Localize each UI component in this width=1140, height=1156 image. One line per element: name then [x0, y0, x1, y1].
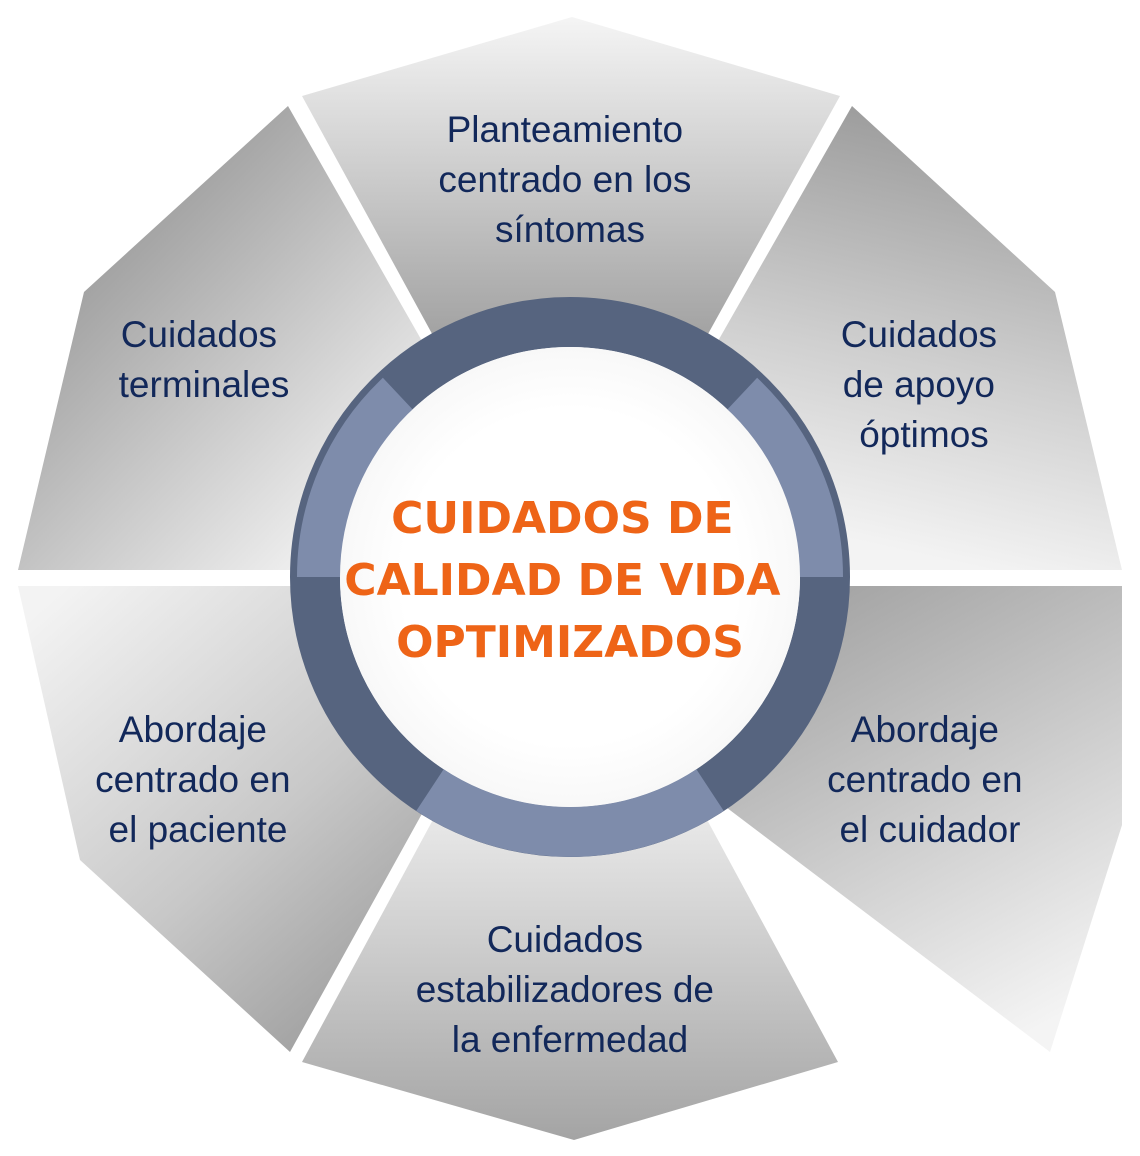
label-estabilizadores: Cuidados estabilizadores de la enfermeda…	[416, 919, 725, 1060]
label-apoyo: Cuidados de apoyo óptimos	[841, 314, 1008, 455]
segment-estabilizadores	[302, 803, 838, 1140]
center-title: CUIDADOS DE CALIDAD DE VIDA OPTIMIZADOS	[344, 493, 795, 668]
ring-highlight-bottom	[416, 768, 724, 857]
label-cuidador: Abordaje centrado en el cuidador	[827, 709, 1033, 850]
label-paciente: Abordaje centrado en el paciente	[95, 709, 301, 850]
label-sintomas: Planteamiento centrado en los síntomas	[438, 109, 701, 250]
center-ring	[290, 297, 850, 857]
ring-highlight-left	[296, 377, 418, 578]
center-disc	[340, 347, 800, 807]
segment-sintomas	[302, 17, 840, 352]
ring-highlight-right	[722, 377, 844, 578]
label-terminales: Cuidados terminales	[119, 314, 290, 405]
segment-labels: Planteamiento centrado en los síntomas C…	[95, 109, 1033, 1060]
